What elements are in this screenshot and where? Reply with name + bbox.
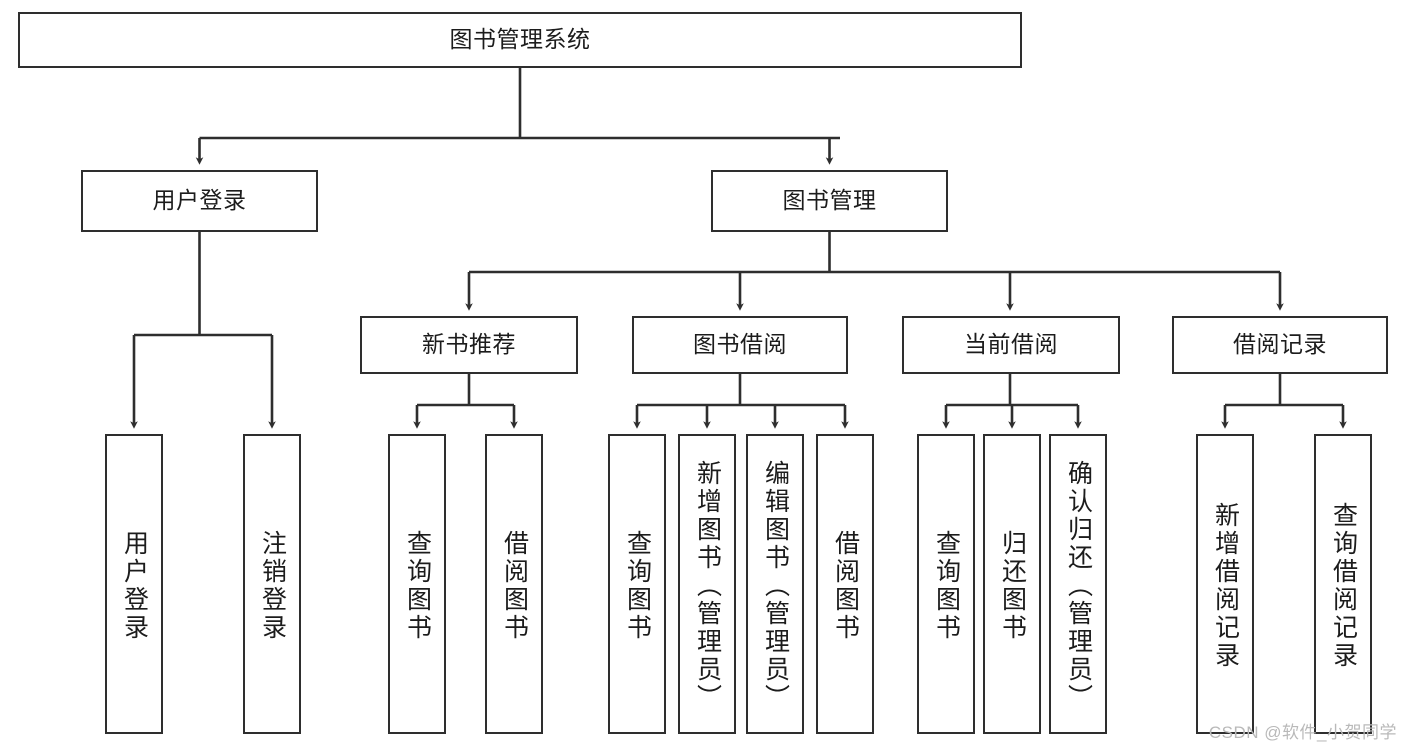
node-new-book-rec[interactable]: 新书推荐 [360,316,578,374]
node-leaf-add-book[interactable]: 新增图书（管理员） [678,434,736,734]
node-root-label: 图书管理系统 [449,26,591,53]
node-leaf-edit-book[interactable]: 编辑图书（管理员） [746,434,804,734]
node-leaf-user-logout-label: 注销登录 [258,530,287,642]
node-borrow-record[interactable]: 借阅记录 [1172,316,1388,374]
node-leaf-borrow-book-2[interactable]: 借阅图书 [816,434,874,734]
node-user-login[interactable]: 用户登录 [81,170,318,232]
node-leaf-borrow-book-1[interactable]: 借阅图书 [485,434,543,734]
node-current-borrow-label: 当前借阅 [964,331,1058,358]
node-leaf-add-record[interactable]: 新增借阅记录 [1196,434,1254,734]
node-leaf-query-record[interactable]: 查询借阅记录 [1314,434,1372,734]
node-leaf-query-record-label: 查询借阅记录 [1329,502,1358,670]
node-user-login-label: 用户登录 [152,187,247,214]
node-book-manage[interactable]: 图书管理 [711,170,948,232]
node-current-borrow[interactable]: 当前借阅 [902,316,1120,374]
node-leaf-borrow-book-2-label: 借阅图书 [831,530,860,642]
node-root[interactable]: 图书管理系统 [18,12,1022,68]
node-leaf-return-book[interactable]: 归还图书 [983,434,1041,734]
node-leaf-edit-book-label: 编辑图书（管理员） [761,460,790,712]
node-leaf-return-book-label: 归还图书 [998,530,1027,642]
node-leaf-user-logout[interactable]: 注销登录 [243,434,301,734]
node-leaf-query-book-2-label: 查询图书 [623,530,652,642]
csdn-watermark: CSDN @软件_小贺同学 [1208,723,1397,742]
node-book-borrow[interactable]: 图书借阅 [632,316,848,374]
node-book-borrow-label: 图书借阅 [693,331,787,358]
node-leaf-user-login[interactable]: 用户登录 [105,434,163,734]
node-leaf-add-record-label: 新增借阅记录 [1211,502,1240,670]
node-leaf-confirm-return[interactable]: 确认归还（管理员） [1049,434,1107,734]
node-leaf-add-book-label: 新增图书（管理员） [693,460,722,712]
node-leaf-borrow-book-1-label: 借阅图书 [500,530,529,642]
node-borrow-record-label: 借阅记录 [1233,331,1327,358]
node-leaf-user-login-label: 用户登录 [120,530,149,642]
node-leaf-query-book-1-label: 查询图书 [403,530,432,642]
node-leaf-confirm-return-label: 确认归还（管理员） [1064,460,1093,712]
node-leaf-query-book-3-label: 查询图书 [932,530,961,642]
node-leaf-query-book-3[interactable]: 查询图书 [917,434,975,734]
node-book-manage-label: 图书管理 [782,187,877,214]
node-new-book-rec-label: 新书推荐 [422,331,516,358]
node-leaf-query-book-1[interactable]: 查询图书 [388,434,446,734]
node-leaf-query-book-2[interactable]: 查询图书 [608,434,666,734]
